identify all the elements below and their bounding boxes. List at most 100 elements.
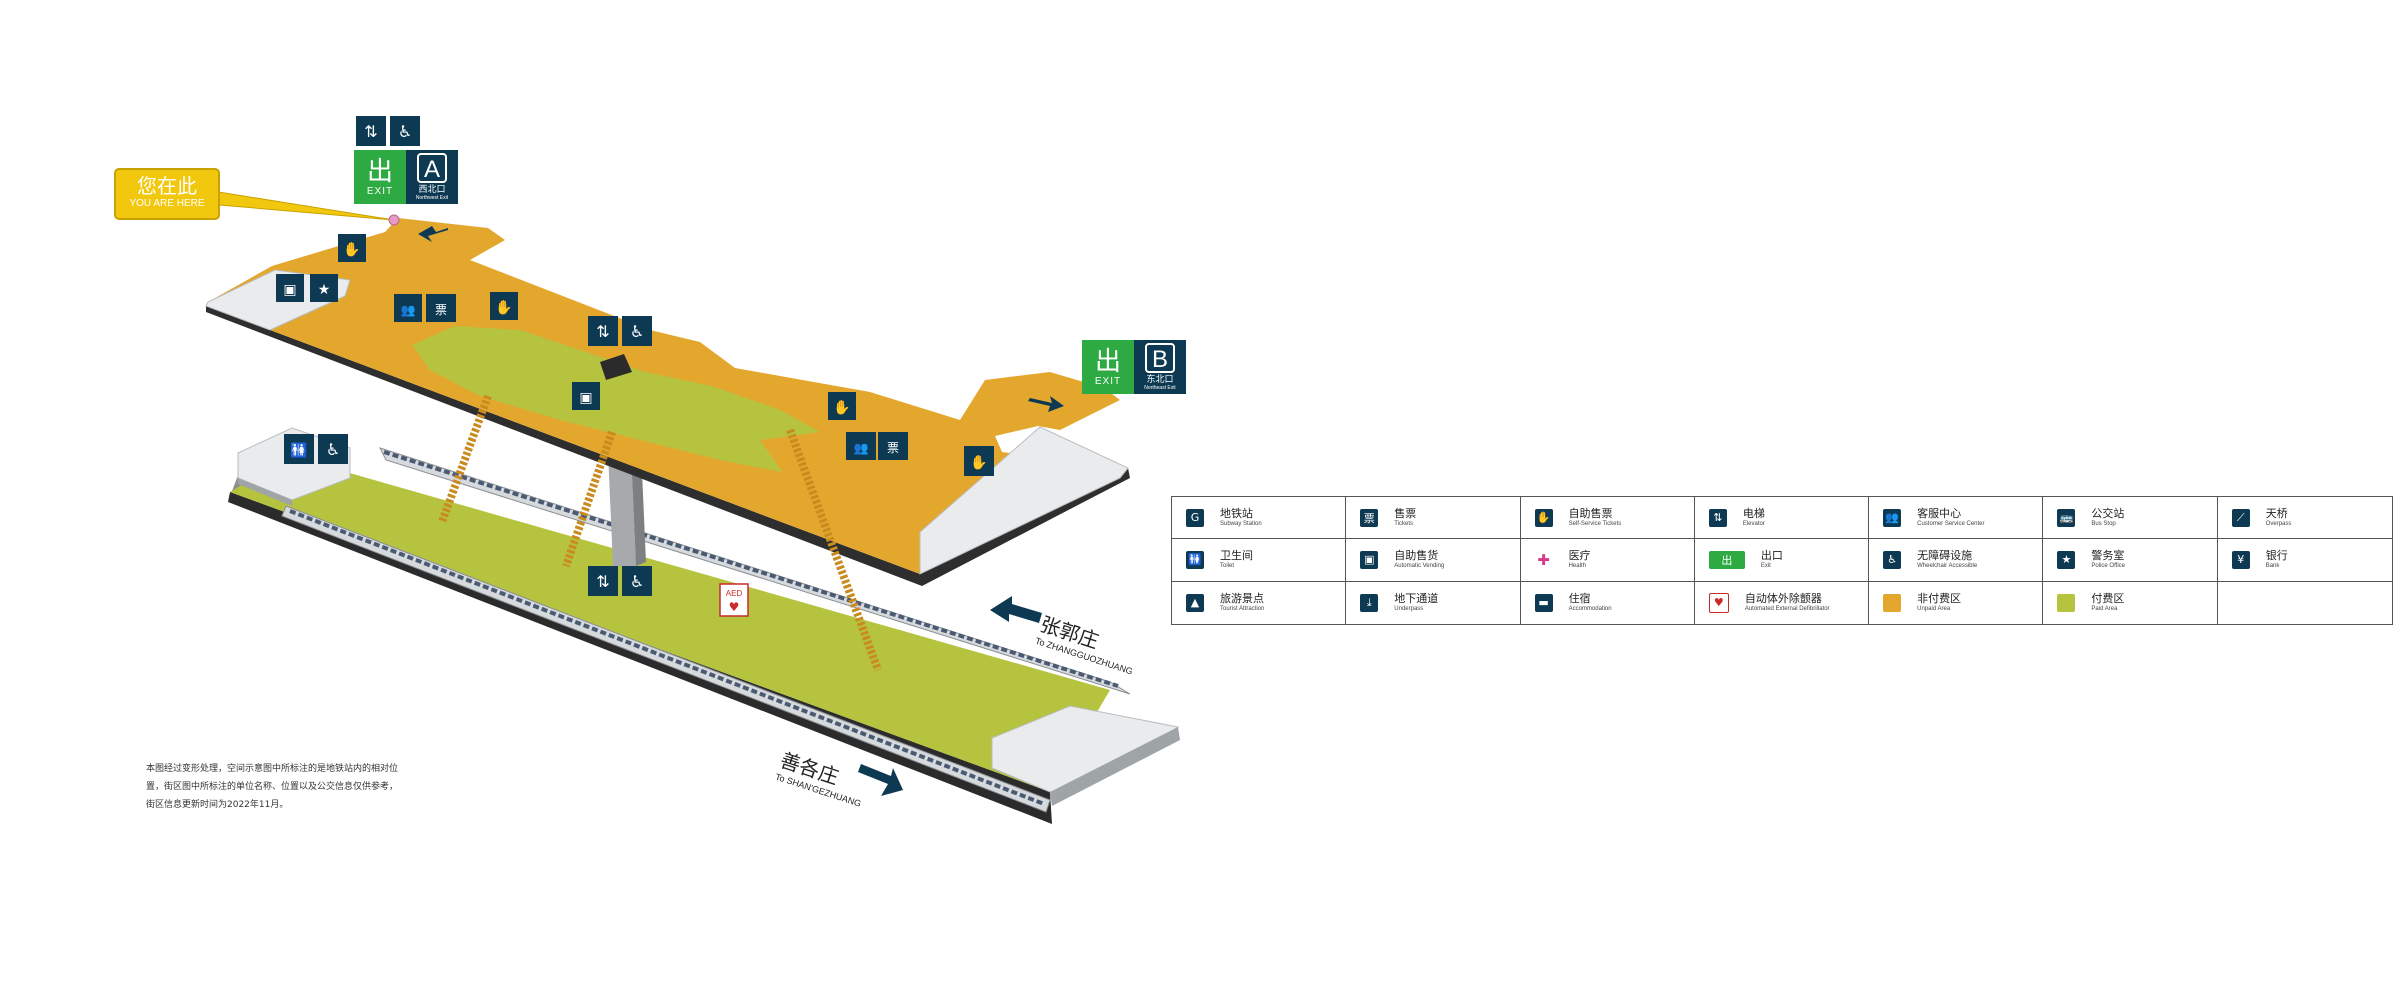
exit-b-dir-en: Northeast Exit [1144, 385, 1176, 391]
legend-label-cn: 地下通道 [1394, 592, 1439, 606]
self-service-ticket-icon: ✋ [1534, 508, 1553, 527]
map-note: 本图经过变形处理，空间示意图中所标注的是地铁站内的相对位置，街区图中所标注的单位… [146, 764, 399, 810]
vending-icon [276, 274, 304, 302]
aed-icon [719, 583, 749, 617]
legend-label-en: Health [1568, 563, 1586, 570]
legend-label-cn: 旅游景点 [1220, 592, 1264, 606]
train-lower [281, 505, 1051, 813]
exit-b-glyph: 出 [1094, 346, 1121, 377]
svg-text:👥: 👥 [854, 441, 869, 455]
exit-b-dir-cn: 东北口 [1146, 375, 1174, 385]
exit-b-word: EXIT [1094, 375, 1122, 387]
legend-label-en: Exit [1760, 563, 1771, 570]
subway-station-icon: G [1186, 508, 1204, 527]
wheelchair-icon [390, 116, 420, 146]
svg-text:♿: ♿ [630, 572, 644, 591]
legend-label-en: Self-Service Tickets [1568, 521, 1622, 528]
arrow-to-shangezhuang-icon [858, 764, 903, 796]
legend-label-cn: 无障碍设施 [1917, 549, 1973, 563]
ticket-icon [426, 294, 456, 322]
svg-text:✋: ✋ [343, 241, 360, 258]
elevator-icon [588, 566, 618, 596]
train-upper-windows [383, 450, 1119, 688]
overpass-icon: ⟋ [2231, 508, 2250, 527]
self-service-ticket-icon [338, 234, 366, 262]
unpaid-area-swatch [1883, 593, 1902, 612]
legend-label-cn: 天桥 [2265, 507, 2288, 521]
arrow-to-zhangguozhuang-icon [990, 596, 1042, 623]
legend-label-en: Unpaid Area [1917, 606, 1951, 613]
ticket-icon [878, 432, 908, 460]
exit-a-green-panel: 出 EXIT [354, 150, 406, 204]
police-icon [310, 274, 338, 302]
legend-label-cn: 住宿 [1568, 592, 1591, 606]
bus-stop-icon: 🚌 [2057, 508, 2076, 527]
legend-label-en: Bank [2265, 563, 2280, 570]
svg-text:▣: ▣ [579, 390, 592, 406]
arrow-to-exit-b-icon [1028, 396, 1064, 412]
exit-b-green-panel: 出 EXIT [1082, 340, 1134, 394]
platform-paid-area [230, 456, 1110, 792]
self-service-ticket-icon [964, 446, 994, 476]
exit-b-navy-panel: B 东北口 Northeast Exit [1134, 340, 1186, 394]
underpass-icon: ⤓ [1360, 593, 1379, 612]
svg-text:票: 票 [887, 441, 899, 455]
toilet-icon: 🚻 [1186, 550, 1204, 569]
customer-service-icon [846, 432, 876, 460]
svg-text:⇅: ⇅ [364, 122, 377, 141]
svg-text:▣: ▣ [283, 282, 296, 298]
legend-cell [2218, 582, 2392, 624]
legend-label-cn: 地铁站 [1220, 507, 1253, 521]
svg-text:★: ★ [318, 282, 331, 298]
customer-service-icon [394, 294, 422, 322]
exit-a-navy-panel: A 西北口 Northwest Exit [406, 150, 458, 204]
legend-label-en: Tourist Attraction [1220, 606, 1265, 613]
accommodation-icon: ▬ [1534, 593, 1553, 612]
svg-text:✋: ✋ [495, 299, 512, 316]
svg-text:✋: ✋ [833, 399, 850, 416]
legend-label-cn: 付费区 [2091, 592, 2125, 606]
station-map: ⇅ ♿ ✋ ▣ ★ 👥 票 ✋ ⇅ ♿ ▣ ✋ 👥 票 ✋ 🚻 ♿ [205, 116, 1180, 824]
paid-area-swatch [2057, 593, 2076, 612]
legend-label-cn: 出口 [1760, 549, 1783, 563]
you-are-here-callout: 您在此 YOU ARE HERE [114, 168, 220, 220]
platform-level [228, 427, 1180, 824]
exit-b-letter: B [1145, 343, 1175, 373]
legend-label-en: Elevator [1742, 521, 1765, 528]
legend-label-cn: 非付费区 [1917, 592, 1962, 606]
you-are-here-cn: 您在此 [137, 174, 197, 198]
bank-icon: ¥ [2231, 550, 2250, 569]
ticket-icon: 票 [1360, 508, 1379, 527]
legend-label-en: Automatic Vending [1394, 563, 1445, 570]
you-are-here-dot [388, 214, 400, 226]
exit-a-dir-cn: 西北口 [418, 185, 446, 195]
legend-label-en: Paid Area [2091, 606, 2118, 613]
legend-label-cn: 售票 [1394, 507, 1417, 521]
legend-label-cn: 自助售票 [1568, 507, 1613, 521]
police-icon: ★ [2057, 550, 2076, 569]
legend-label-en: Bus Stop [2091, 521, 2116, 528]
stairs [438, 394, 882, 672]
legend-label-cn: 公交站 [2091, 507, 2125, 521]
self-service-ticket-icon [490, 292, 518, 320]
svg-text:♥: ♥ [729, 600, 740, 614]
legend-label-en: Tickets [1394, 521, 1414, 528]
vending-icon: ▣ [1360, 550, 1379, 569]
